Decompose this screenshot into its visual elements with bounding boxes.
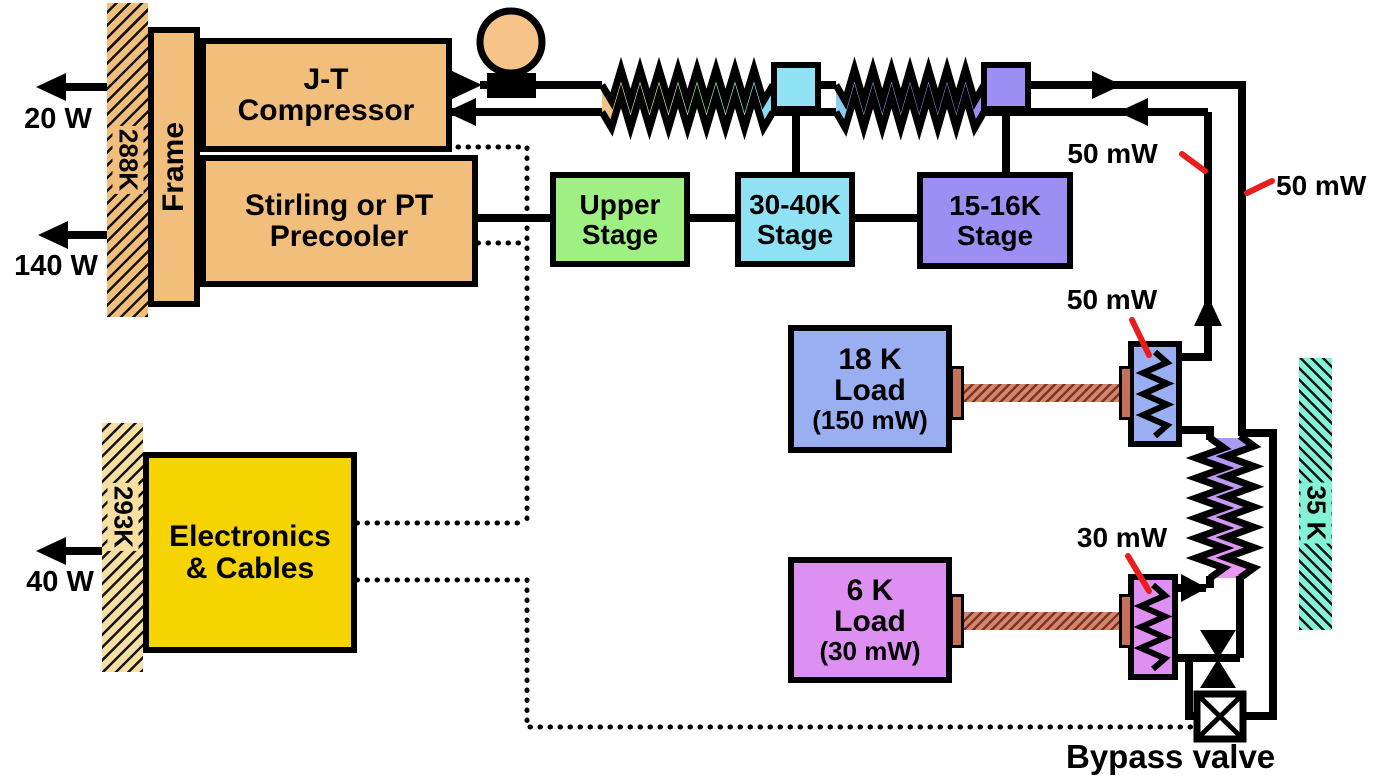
load-18k-line2: Load [834, 374, 906, 408]
heat-20w-label: 20 W [24, 103, 92, 135]
final-recuperator-return-zigzag [1185, 435, 1235, 581]
strap-6k-left-cap [950, 594, 964, 648]
stage-15-16k-box: 15-16K Stage [917, 172, 1073, 269]
upper-stage-box: Upper Stage [550, 172, 690, 267]
electronics-line2: & Cables [185, 551, 315, 585]
arrow-return-up-icon [1194, 296, 1222, 326]
recuperator-1-return-zigzag [598, 83, 777, 141]
strap-18k-right-cap [1119, 366, 1133, 420]
parasitic-50mw-hx18k-label: 50 mW [1066, 284, 1158, 315]
leader-30mw-hx6k [1125, 553, 1152, 594]
load-18k-box: 18 K Load (150 mW) [788, 325, 952, 453]
parasitic-50mw-supply-label: 50 mW [1276, 170, 1367, 201]
upper-stage-line1: Upper [579, 189, 661, 221]
parasitic-30mw-hx6k-label: 30 mW [1076, 522, 1168, 553]
link-square-15-16k [981, 62, 1031, 112]
harness-compressor-dotted [455, 144, 530, 526]
stage-30-40k-line2: Stage [756, 218, 834, 250]
load-6k-line1: 6 K [846, 573, 894, 607]
compressor-gauge-icon [476, 7, 546, 77]
precooler-box: Stirling or PT Precooler [200, 155, 478, 287]
load-6k-line2: Load [834, 605, 906, 639]
strap-6k-right-cap [1119, 594, 1133, 648]
recuperator-1-supply-zigzag [598, 56, 777, 114]
arrow-supply-out-icon [452, 71, 482, 99]
wall-288k-label: 288K [112, 125, 144, 195]
parasitic-50mw-return-label: 50 mW [1067, 138, 1158, 169]
leader-50mw-supply [1244, 178, 1275, 196]
frame-label: Frame [157, 121, 190, 213]
load-18k-line3: (150 mW) [812, 404, 928, 435]
electronics-box: Electronics & Cables [143, 452, 357, 653]
leader-50mw-hx18k [1129, 317, 1152, 358]
bypass-valve-icon [1193, 690, 1247, 743]
precooler-line2: Precooler [269, 220, 409, 253]
shield-35k-label: 35 K [1300, 482, 1332, 544]
arrow-supply-right-icon [1092, 71, 1122, 99]
arrow-return-in-icon [446, 98, 476, 126]
leader-50mw-return [1179, 151, 1208, 174]
jt-compressor-line2: Compressor [237, 94, 415, 127]
final-recuperator-supply-zigzag [1215, 433, 1265, 581]
jt-valve-line [1173, 576, 1244, 662]
link-square-30-40k [771, 62, 821, 112]
stage-15-16k-line1: 15-16K [949, 190, 1041, 222]
precooler-line1: Stirling or PT [244, 188, 434, 222]
frame-box [148, 27, 200, 307]
strap-18k [963, 384, 1122, 402]
strap-6k [963, 612, 1122, 630]
heat-40w-label: 40 W [26, 566, 94, 598]
bypass-branch-line [1242, 429, 1277, 720]
wall-293k-label: 293K [107, 482, 139, 552]
arrow-heat-140w-icon [38, 221, 68, 249]
jt-compressor-box: J-T Compressor [200, 38, 452, 152]
hx18k-outlet-link [1175, 426, 1214, 440]
hx-18k-coil-icon [1135, 349, 1175, 439]
stage-15-16k-line2: Stage [956, 219, 1034, 251]
load-6k-box: 6 K Load (30 mW) [788, 557, 952, 683]
bypass-valve-label: Bypass valve [1066, 738, 1276, 775]
strap-18k-left-cap [950, 366, 964, 420]
arrow-6k-return-icon [1181, 574, 1207, 602]
recuperator-2-return-zigzag [832, 83, 988, 141]
hx-6k-coil-icon [1133, 582, 1173, 672]
recuperator-2-supply-zigzag [832, 56, 988, 114]
heat-140w-label: 140 W [14, 250, 98, 282]
jt-compressor-line1: J-T [303, 62, 349, 96]
stage-30-40k-box: 30-40K Stage [735, 172, 855, 267]
load-6k-line3: (30 mW) [819, 635, 921, 666]
gauge-base [487, 73, 536, 98]
arrow-return-left-icon [1118, 98, 1148, 126]
upper-stage-line2: Stage [581, 218, 659, 250]
arrow-heat-20w-icon [36, 73, 66, 101]
electronics-line1: Electronics [169, 520, 331, 553]
load-18k-line1: 18 K [838, 342, 902, 376]
stage-30-40k-line1: 30-40K [749, 189, 841, 221]
jt-valve-icon [1200, 630, 1236, 688]
arrow-heat-40w-icon [36, 537, 66, 565]
harness-bypass-dotted [354, 577, 1196, 730]
